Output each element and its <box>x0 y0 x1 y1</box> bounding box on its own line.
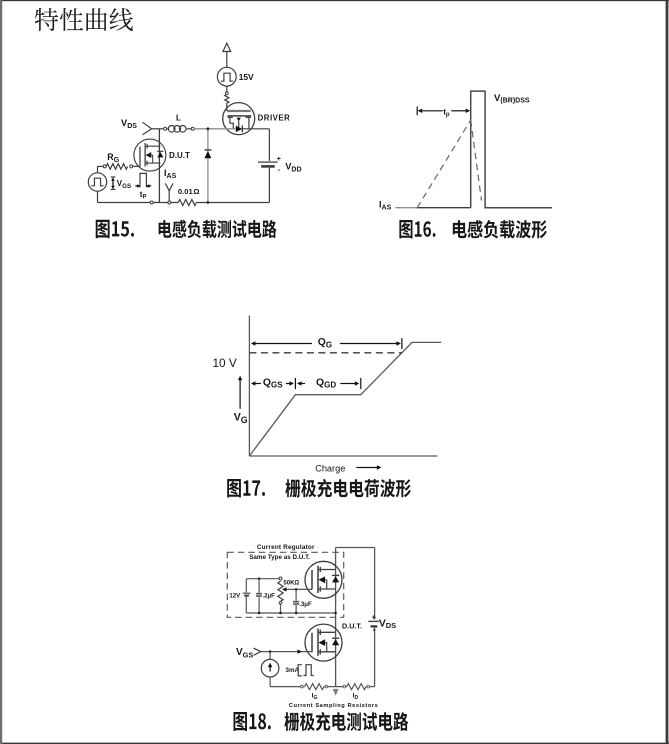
svg-text:QGS: QGS <box>263 377 283 389</box>
svg-text:VG: VG <box>234 411 248 425</box>
svg-text:ID: ID <box>353 692 359 701</box>
svg-text:VDS: VDS <box>121 118 137 130</box>
svg-text:.3μF: .3μF <box>299 602 312 608</box>
svg-text:.2μF: .2μF <box>263 593 276 599</box>
svg-text:Current Regulator: Current Regulator <box>257 544 315 551</box>
svg-text:3mA: 3mA <box>286 667 300 674</box>
svg-text:+: + <box>277 156 281 163</box>
svg-text:Current Sampling Resistors: Current Sampling Resistors <box>289 703 379 709</box>
svg-text:+: + <box>372 613 377 622</box>
svg-text:L: L <box>176 113 181 122</box>
svg-text:15V: 15V <box>239 72 254 82</box>
svg-text:-: - <box>373 625 376 635</box>
svg-text:QG: QG <box>318 337 332 349</box>
svg-text:VGS: VGS <box>117 179 131 190</box>
svg-text:VDD: VDD <box>285 161 301 173</box>
svg-text:0.01: 0.01 <box>178 187 194 196</box>
svg-text:12V: 12V <box>229 593 240 599</box>
svg-text:QGD: QGD <box>316 377 336 389</box>
svg-text:V(BR)DSS: V(BR)DSS <box>494 93 530 105</box>
svg-text:DRIVER: DRIVER <box>258 113 291 122</box>
svg-text:Charge: Charge <box>315 464 345 474</box>
svg-text:RG: RG <box>107 152 119 164</box>
svg-text:tP: tP <box>140 190 147 201</box>
svg-text:Same Type as D.U.T.: Same Type as D.U.T. <box>249 554 310 561</box>
svg-text:50KΩ: 50KΩ <box>283 580 299 586</box>
svg-text:-: - <box>278 165 281 174</box>
svg-text:IAS: IAS <box>164 168 177 180</box>
svg-text:IG: IG <box>312 692 318 701</box>
svg-text:VGS: VGS <box>236 647 253 659</box>
svg-text:VDS: VDS <box>379 619 396 631</box>
svg-text:Ω: Ω <box>193 187 199 196</box>
svg-text:IAS: IAS <box>379 199 392 211</box>
svg-text:tp: tp <box>443 107 450 118</box>
svg-text:10 V: 10 V <box>213 356 237 370</box>
svg-text:D.U.T: D.U.T <box>169 151 190 160</box>
svg-text:D.U.T.: D.U.T. <box>342 622 362 631</box>
